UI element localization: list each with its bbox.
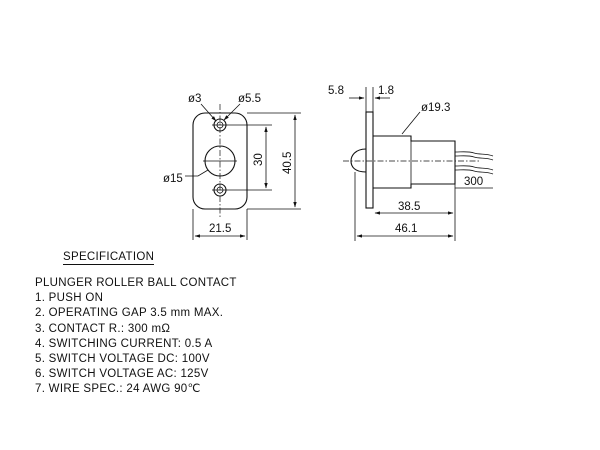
dim-body-dia: ø19.3 <box>421 102 450 114</box>
spec-item: 7. WIRE SPEC.: 24 AWG 90℃ <box>35 383 201 396</box>
dim-hole-counterbore: ø5.5 <box>238 93 261 105</box>
top-mounting-hole <box>212 118 228 132</box>
spec-item: 4. SWITCHING CURRENT: 0.5 A <box>35 337 213 350</box>
bottom-mounting-hole <box>212 183 228 197</box>
specification-list: PLUNGER ROLLER BALL CONTACT 1. PUSH ON 2… <box>35 276 237 398</box>
dim-total-length: 46.1 <box>395 223 417 235</box>
dim-flange-thickness: 5.8 <box>328 85 344 97</box>
spec-item: 6. SWITCH VOLTAGE AC: 125V <box>35 368 209 381</box>
dim-gap: 1.8 <box>378 85 394 97</box>
spec-item: 3. CONTACT R.: 300 mΩ <box>35 322 171 335</box>
spec-item: 5. SWITCH VOLTAGE DC: 100V <box>35 352 210 365</box>
spec-item: 2. OPERATING GAP 3.5 mm MAX. <box>35 307 224 320</box>
dim-hole-spacing: 30 <box>253 153 265 166</box>
specification-heading: SPECIFICATION <box>63 251 155 265</box>
switch-body <box>373 135 456 189</box>
lead-wires <box>454 151 494 175</box>
side-view: 5.8 1.8 ø19.3 300 38.5 46.1 <box>328 85 494 241</box>
dim-width: 21.5 <box>209 223 231 235</box>
product-name: PLUNGER ROLLER BALL CONTACT <box>35 277 237 289</box>
dim-wire-length: 300 <box>464 176 483 188</box>
dim-plunger-dia: ø15 <box>163 173 183 185</box>
spec-item: 1. PUSH ON <box>35 292 104 305</box>
flange <box>365 111 374 209</box>
dim-hole-small: ø3 <box>188 93 201 105</box>
front-view: ø3 ø5.5 ø15 30 40.5 21.5 <box>163 93 301 240</box>
dim-height: 40.5 <box>282 152 294 174</box>
dim-body-length: 38.5 <box>398 201 420 213</box>
roller-ball <box>350 148 367 173</box>
